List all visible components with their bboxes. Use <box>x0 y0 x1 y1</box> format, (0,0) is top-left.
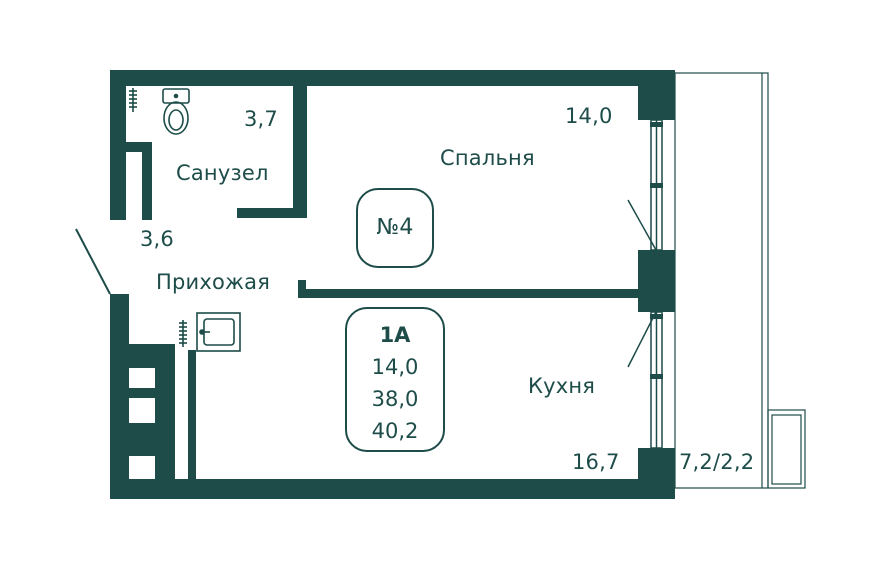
closet-block <box>126 388 158 398</box>
bedroom-area: 14,0 <box>565 104 613 128</box>
apartment-info-badge: 1А 14,0 38,0 40,2 <box>345 307 445 452</box>
bathroom-area: 3,7 <box>244 107 278 131</box>
hallway-area: 3,6 <box>140 227 174 251</box>
wall-bedroom-kitchen <box>298 289 642 298</box>
balcony-doors <box>627 199 657 368</box>
apartment-number: №4 <box>376 215 414 240</box>
living-area: 14,0 <box>371 355 419 379</box>
kitchen-name: Кухня <box>528 374 596 398</box>
wall-kitchen-left <box>188 350 196 480</box>
hallway-name: Прихожая <box>156 270 271 294</box>
radiator-icon <box>179 320 187 347</box>
balcony-area: 7,2/2,2 <box>679 450 755 474</box>
apartment-type: 1А <box>379 323 411 347</box>
wall-bottom <box>110 479 675 499</box>
sink-icon <box>196 312 241 352</box>
total-area: 38,0 <box>371 387 419 411</box>
apartment-number-badge: №4 <box>356 188 434 268</box>
wall-bathroom-partition <box>293 86 307 218</box>
bedroom-name: Спальня <box>440 146 535 170</box>
wall-right-top <box>638 70 675 120</box>
entrance-door <box>75 228 111 295</box>
closet-block <box>155 344 175 479</box>
wall-partition-end <box>298 280 306 296</box>
balcony <box>674 72 806 489</box>
kitchen-area: 16,7 <box>572 450 620 474</box>
wall-top <box>110 70 675 86</box>
wall-bathroom-bottom <box>237 208 307 218</box>
closet-block <box>126 423 158 456</box>
wall-bathroom-stub-vertical <box>142 142 152 220</box>
wall-left-lower <box>110 294 129 499</box>
walls <box>110 70 675 499</box>
wall-right-middle <box>638 250 675 312</box>
wall-right-bottom <box>638 448 675 499</box>
bathroom-name: Санузел <box>176 161 269 185</box>
wall-left-upper <box>110 70 126 220</box>
radiator-icon <box>129 88 137 112</box>
total-area-with-balcony: 40,2 <box>371 419 419 443</box>
wall-bathroom-stub <box>126 142 152 152</box>
toilet-icon <box>162 88 190 135</box>
